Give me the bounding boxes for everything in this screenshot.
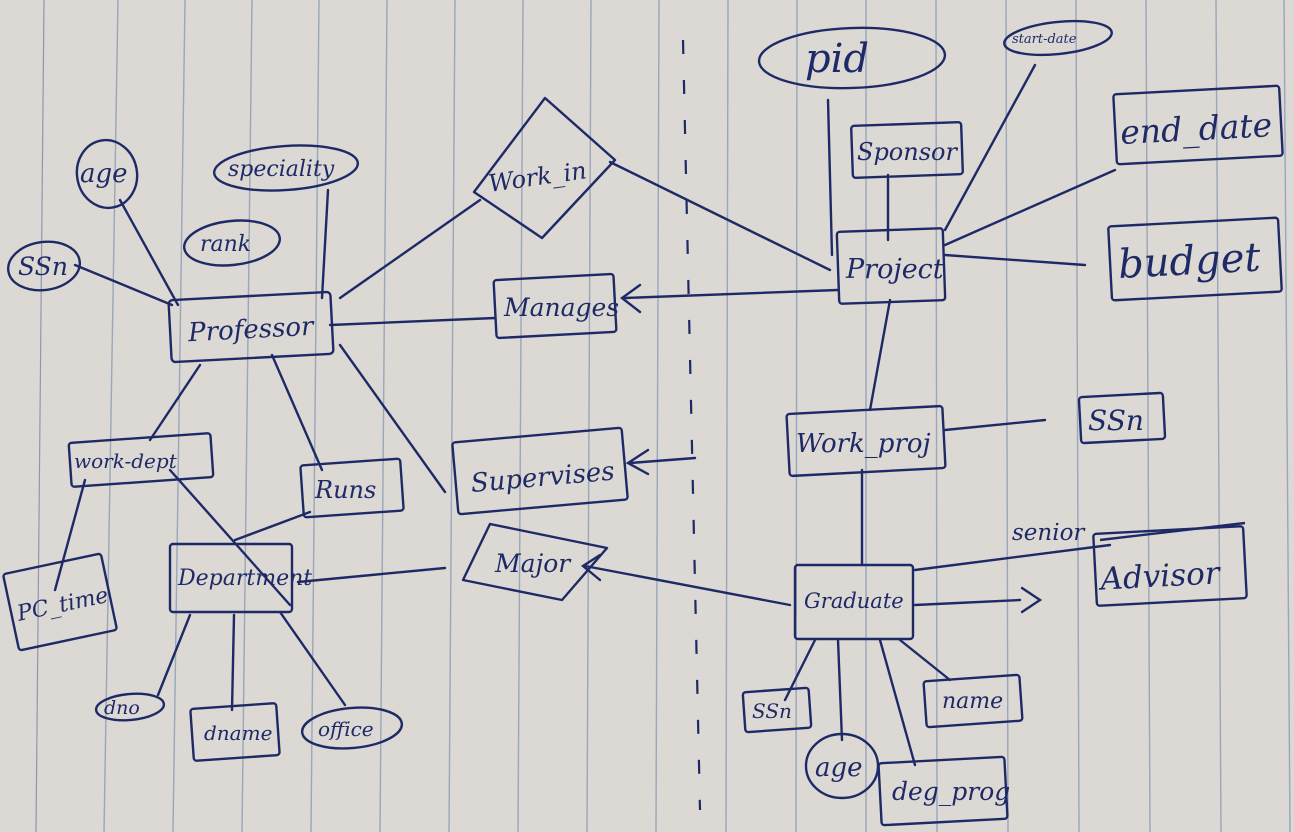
entity-graduate: Graduate (804, 589, 904, 613)
attr-start-date: start-date (1012, 32, 1077, 47)
entity-manages: Manages (503, 293, 619, 322)
arrowheads (580, 283, 1043, 614)
entity-deg-prog: deg_prog (892, 777, 1010, 806)
relationship-shapes (461, 96, 617, 602)
entity-work-dept: work-dept (74, 449, 178, 473)
entity-runs: Runs (314, 476, 376, 504)
attr-pid: pid (805, 36, 869, 82)
entity-name: name (942, 689, 1003, 714)
entity-supervises: Supervises (470, 457, 616, 499)
margin-line (35, 0, 45, 832)
relationship-work-in: Work_in (487, 156, 589, 197)
entity-end-date: end_date (1119, 105, 1273, 153)
entity-advisor: Advisor (1097, 555, 1223, 597)
attr-ssn-professor: SSn (18, 252, 68, 281)
advisor-double-line (1099, 521, 1246, 542)
attr-rank: rank (200, 232, 251, 257)
labels: Professor Project Department Graduate Ad… (14, 32, 1273, 806)
entity-pc-time: PC_time (14, 583, 111, 627)
dashed-divider (681, 39, 702, 811)
entity-ssn-right: SSn (1088, 404, 1144, 437)
attribute-ovals (6, 19, 1113, 800)
annotation-senior: senior (1012, 520, 1086, 546)
attr-age-graduate: age (815, 753, 863, 783)
entity-sponsor: Sponsor (857, 138, 958, 166)
entity-boxes (2, 84, 1284, 827)
entity-budget: budget (1117, 235, 1262, 288)
notebook-rules (103, 0, 1291, 832)
entity-project: Project (845, 254, 944, 285)
entity-dname: dname (204, 721, 272, 745)
attr-dno: dno (104, 697, 140, 719)
entity-professor: Professor (186, 312, 315, 349)
connectors (53, 63, 1117, 767)
attr-office: office (318, 717, 374, 741)
attr-age-professor: age (80, 159, 128, 189)
entity-work-proj: Work_proj (796, 429, 931, 459)
entity-department: Department (177, 566, 312, 591)
attr-speciality: speciality (228, 157, 335, 182)
entity-ssn-grad: SSn (752, 699, 792, 723)
relationship-major: Major (494, 549, 572, 578)
